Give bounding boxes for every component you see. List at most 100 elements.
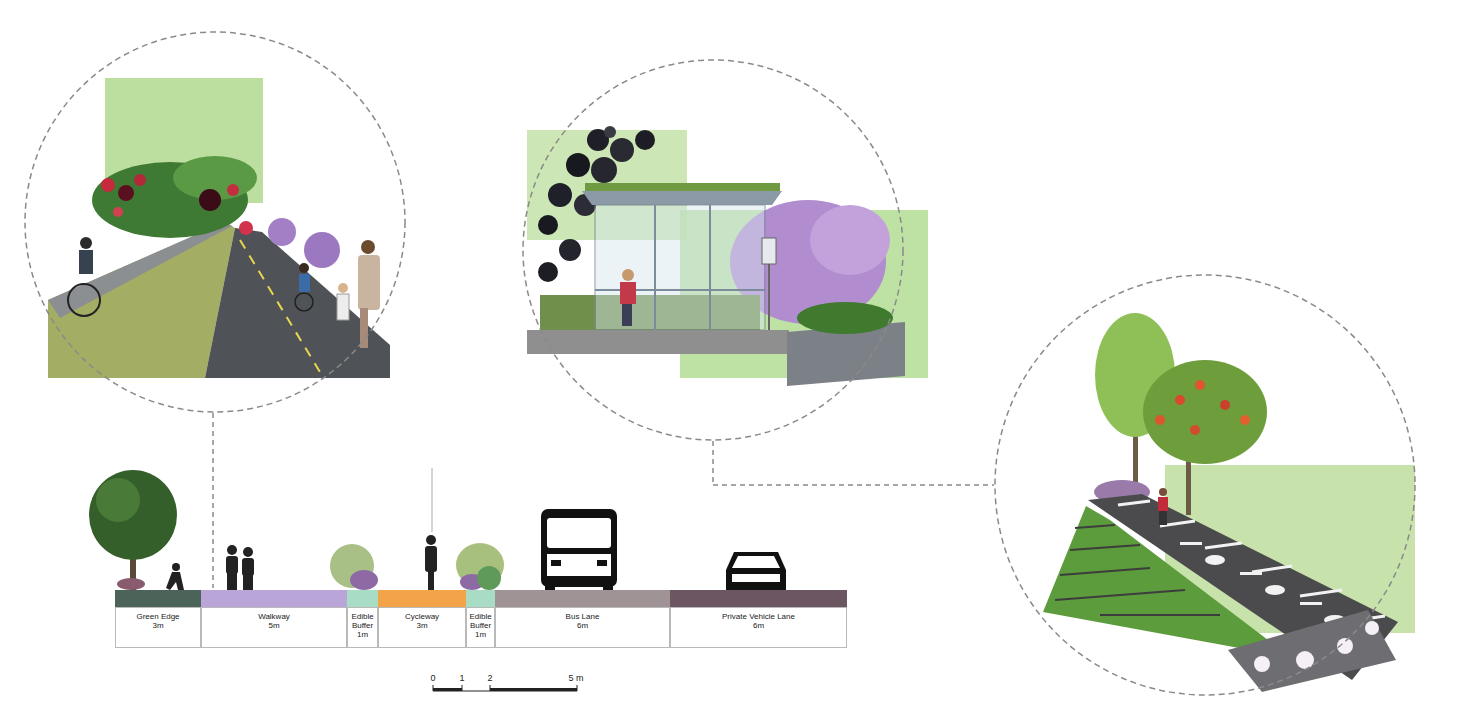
fork [1300,602,1322,605]
person-silhouette [243,575,253,590]
shelter-glass [595,205,765,330]
flowers [268,218,296,246]
child-head [338,283,348,293]
adult-head [361,240,375,254]
scale-tick [577,685,578,691]
walker-body [1158,497,1168,511]
people [68,237,380,348]
band-label: Cycleway 3m [402,612,442,630]
stripe [1118,501,1150,505]
walker-legs [1159,511,1167,525]
bus-stop-vignette [523,60,928,440]
shelter-roof [582,191,782,205]
band-label: Green Edge 3m [134,612,182,630]
cyclist-silhouette [425,546,437,572]
person-head [622,269,634,281]
apples [1155,380,1250,435]
daisy [1365,621,1379,635]
walker-head [1159,488,1167,496]
bus-windshield [547,518,611,548]
band-label: Walkway 5m [255,612,293,630]
currant [591,157,617,183]
cyclist-body [79,250,93,274]
grass-pavers [1043,506,1268,650]
leader-line [713,484,994,486]
berry [227,184,239,196]
daisies [1254,621,1379,672]
crossing-vignette [995,275,1415,695]
section-band: Edible Buffer 1m [466,607,495,648]
car-silhouette [726,552,786,590]
shelter-post [709,205,711,330]
car-windshield [732,556,780,568]
person-silhouette [227,573,237,590]
band-label: Edible Buffer 1m [348,612,377,640]
callout-circle [523,60,903,440]
band-colour [670,590,847,607]
child-body [337,294,349,320]
sign-pole [768,264,770,330]
currant [604,126,616,138]
knife [1180,542,1202,545]
currant [635,130,655,150]
berry [118,185,134,201]
flowers [304,232,340,268]
bus-silhouette [541,509,617,587]
currant [548,183,572,207]
ground-shrub [117,578,145,590]
grid-line [1070,545,1140,550]
scale-segment [433,688,462,691]
flower-paving [1228,610,1396,692]
child-silhouette [172,563,180,571]
child-silhouette [166,572,184,590]
scale-label: 0 [430,673,435,683]
scale-tick [462,685,463,691]
stop-sign [762,238,776,264]
grass-strip [48,222,235,378]
flower-bed [239,218,340,268]
leader-lines [213,413,994,588]
wheel [68,284,100,316]
scale-tick [490,685,491,691]
scale-segment [490,688,577,691]
band-label: Private Vehicle Lane 6m [717,612,801,630]
stripe [1205,543,1242,548]
grid-line [1100,614,1220,616]
paver-grid [1055,525,1220,615]
car-front [732,574,780,582]
person-legs [622,304,632,326]
edible-shrub [350,570,378,590]
tree-canopy [96,478,140,522]
currant [538,262,558,282]
scale-label: 1 [459,673,464,683]
flowers [239,221,253,235]
scale-tick [433,685,434,691]
callout-circle [25,32,405,412]
apple [1155,415,1165,425]
daisy [1296,651,1314,669]
stripe [1300,590,1342,596]
spoon [1265,585,1285,595]
berry [134,174,146,186]
band-colour [378,590,466,607]
daisy [1254,656,1270,672]
berry [113,207,123,217]
apple [1175,395,1185,405]
currant [559,239,581,261]
person-silhouette [227,545,237,555]
band-colour [201,590,347,607]
fork [1240,572,1262,575]
section-band: Private Vehicle Lane 6m [670,607,847,648]
green-roof [585,183,780,191]
grid-line [1055,590,1185,600]
tree-canopy [89,470,177,560]
blackberries [101,174,239,217]
section-band: Green Edge 3m [115,607,201,648]
apple [1190,425,1200,435]
stripe [1252,566,1292,572]
shelter-post [654,205,656,330]
band-colour [347,590,378,607]
section-figures [89,470,786,590]
